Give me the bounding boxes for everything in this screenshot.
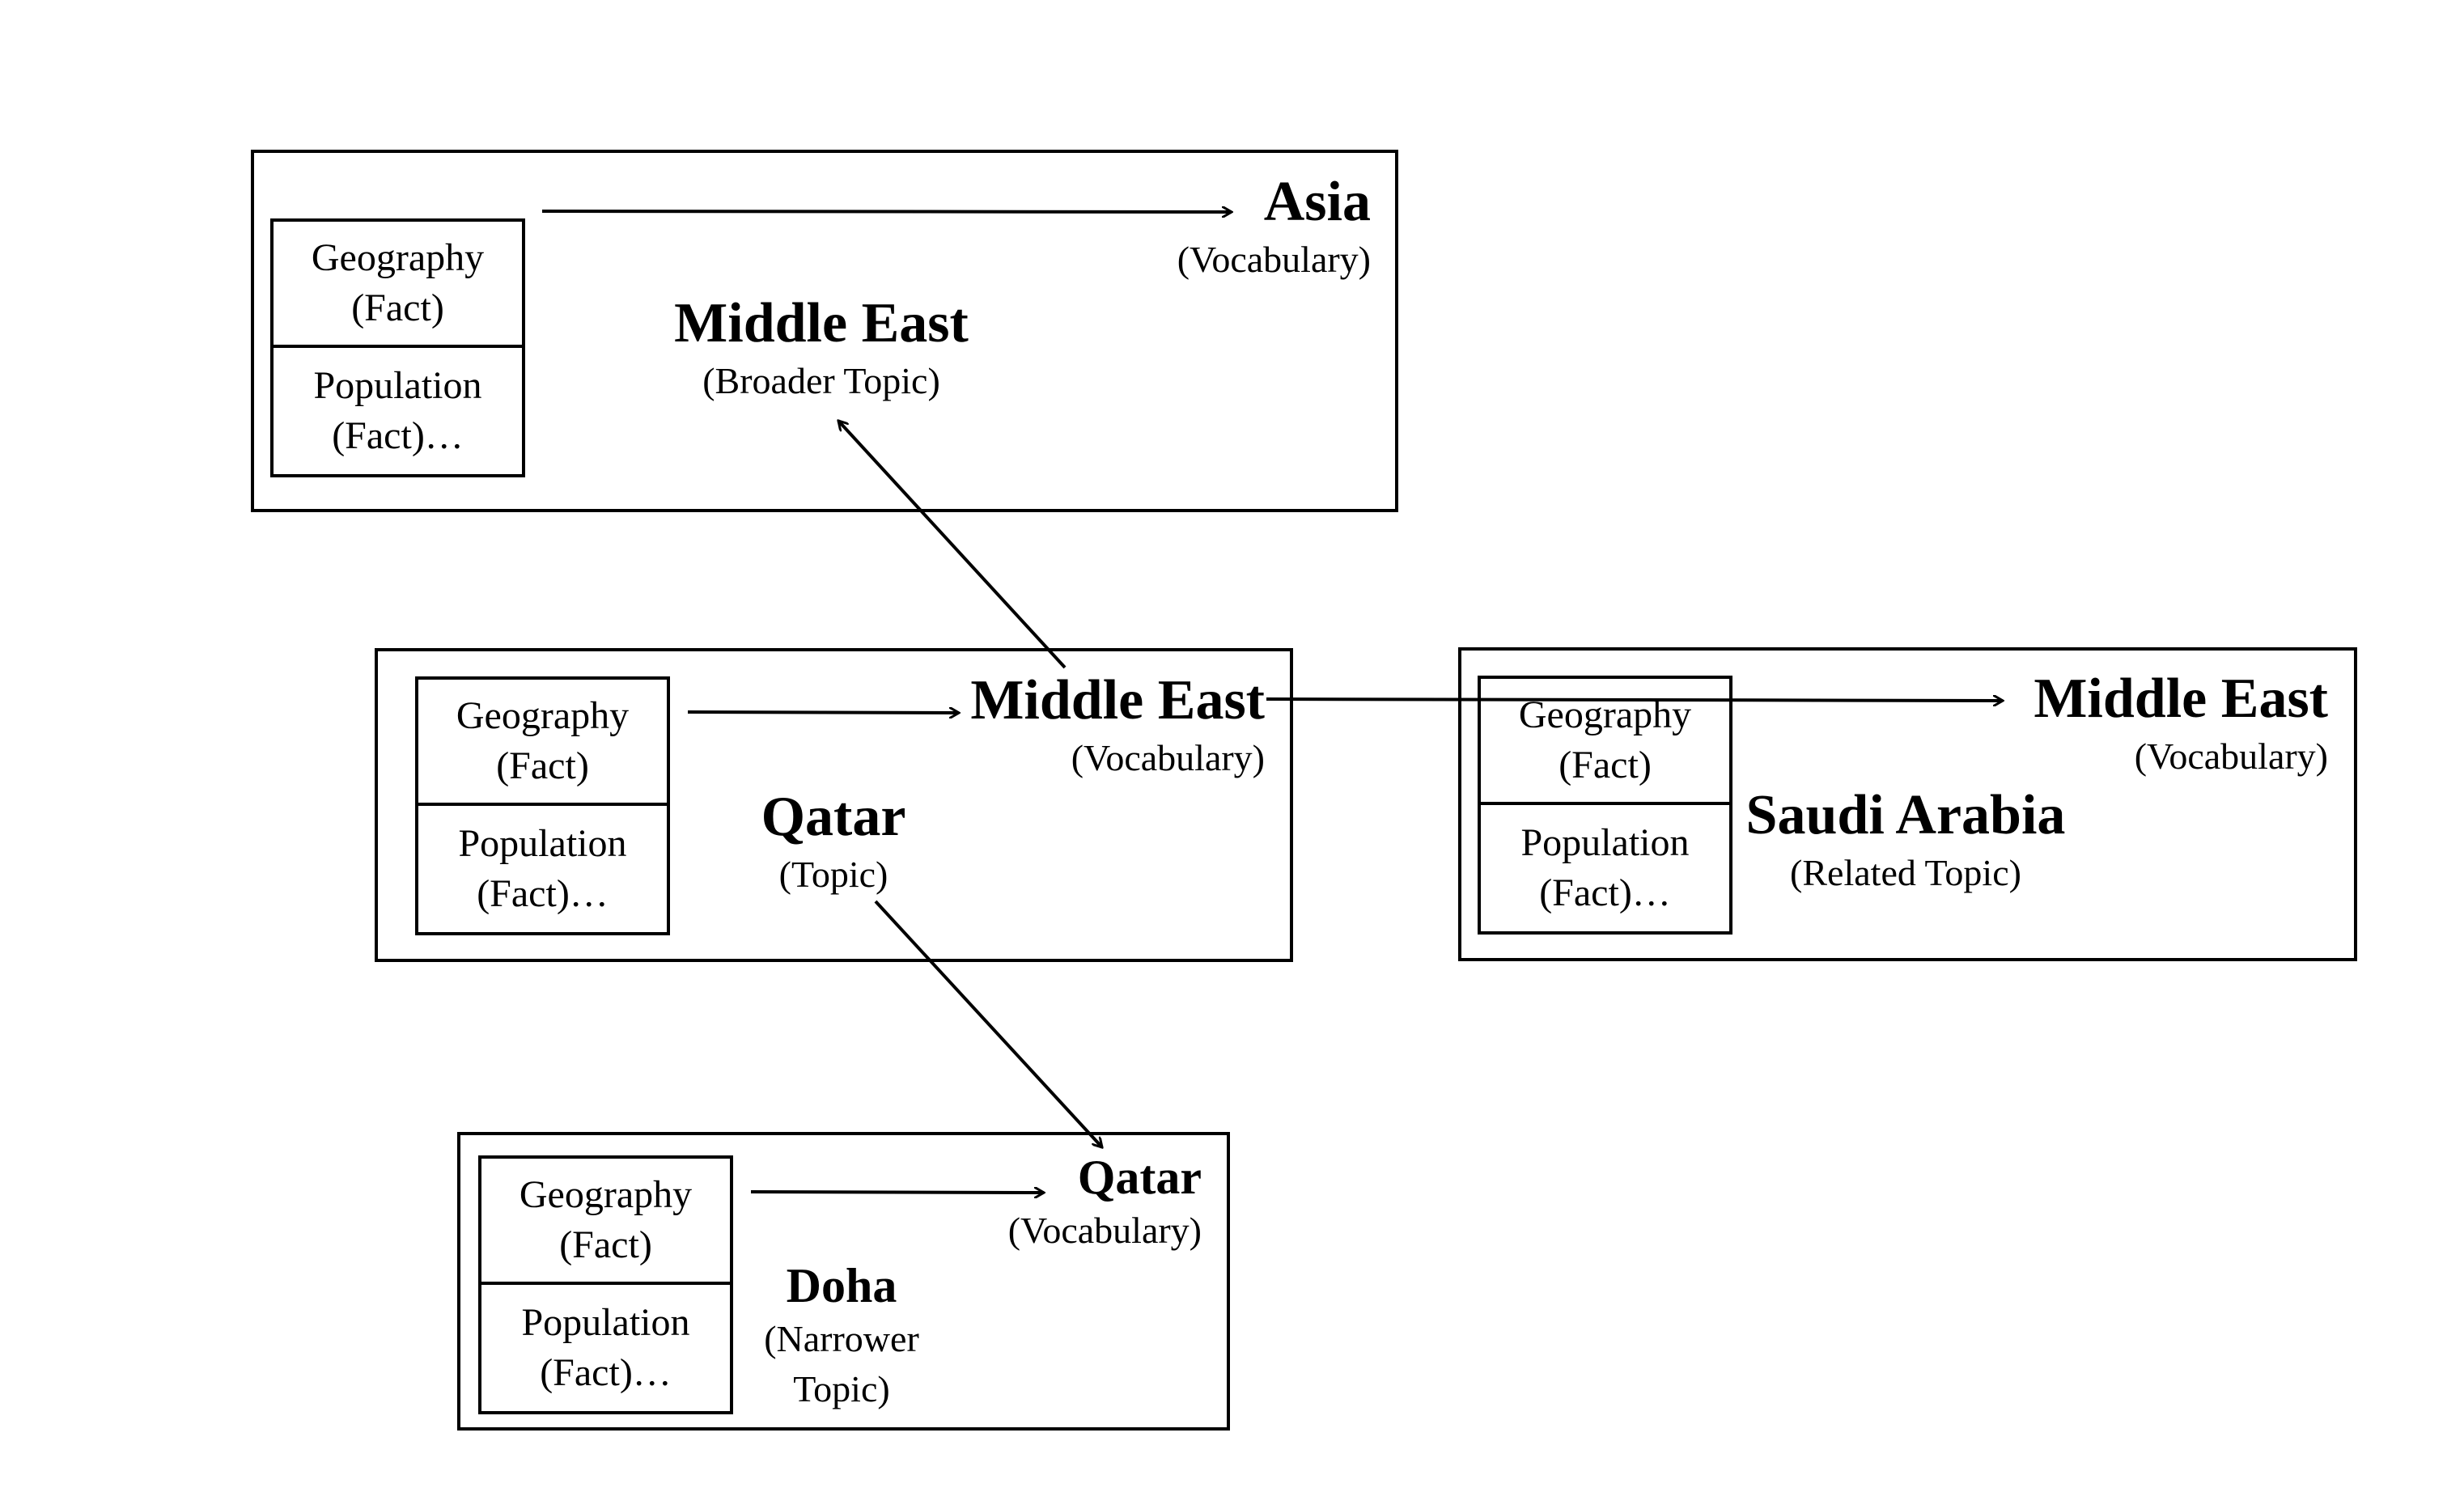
arrow-facts-to-asia xyxy=(541,211,1232,212)
narrower-vocab-label: Qatar (Vocabulary) xyxy=(1008,1149,1202,1256)
fact-tag: (Fact) xyxy=(1559,744,1652,786)
vocab-tag: (Vocabulary) xyxy=(1071,737,1265,778)
topic-name: Qatar xyxy=(761,786,906,848)
broader-topic-box xyxy=(251,150,1398,512)
population-fact-cell: Population (Fact)… xyxy=(1481,805,1729,931)
population-label: Population xyxy=(521,1301,690,1344)
vocab-tag: (Vocabulary) xyxy=(2134,735,2328,777)
topic-box xyxy=(375,648,1293,962)
population-fact-cell: Population (Fact)… xyxy=(418,806,667,932)
broader-vocab-label: Asia (Vocabulary) xyxy=(1177,170,1371,285)
topic-facts-card: Geography (Fact) Population (Fact)… xyxy=(415,676,670,935)
geography-fact-cell: Geography (Fact) xyxy=(481,1159,730,1285)
broader-facts-card: Geography (Fact) Population (Fact)… xyxy=(270,218,525,477)
arrow-facts-to-middle-east-vocab xyxy=(687,712,959,713)
related-topic-box xyxy=(1458,647,2357,961)
fact-tag: (Fact)… xyxy=(540,1351,672,1394)
fact-tag: (Fact)… xyxy=(477,872,609,915)
fact-tag: (Fact) xyxy=(351,286,444,329)
geography-label: Geography xyxy=(456,694,630,737)
vocab-name: Middle East xyxy=(2034,668,2328,730)
topic-name: Doha xyxy=(786,1259,897,1312)
geography-label: Geography xyxy=(311,236,485,279)
topic-label: Qatar (Topic) xyxy=(712,785,955,900)
topic-name: Middle East xyxy=(674,292,969,354)
geography-fact-cell: Geography (Fact) xyxy=(274,222,522,348)
arrow-qatar-to-doha-narrower xyxy=(874,900,1102,1147)
topic-tag: (Related Topic) xyxy=(1790,852,2021,893)
population-label: Population xyxy=(1520,821,1690,864)
geography-label: Geography xyxy=(519,1173,693,1216)
population-label: Population xyxy=(458,822,627,865)
broader-topic-label: Middle East (Broader Topic) xyxy=(639,291,1003,406)
vocab-name: Middle East xyxy=(970,669,1265,731)
population-label: Population xyxy=(313,364,482,407)
topic-tag-line1: (Narrower xyxy=(764,1318,919,1359)
population-fact-cell: Population (Fact)… xyxy=(481,1285,730,1411)
fact-tag: (Fact)… xyxy=(332,414,464,457)
topic-tag-line2: Topic) xyxy=(793,1368,890,1409)
narrower-facts-card: Geography (Fact) Population (Fact)… xyxy=(478,1155,733,1414)
arrow-facts-to-qatar-vocab xyxy=(750,1192,1044,1193)
topic-name: Saudi Arabia xyxy=(1745,784,2066,846)
fact-tag: (Fact) xyxy=(496,744,589,787)
topic-tag: (Broader Topic) xyxy=(702,360,940,401)
fact-tag: (Fact)… xyxy=(1539,871,1671,914)
vocab-name: Asia xyxy=(1263,171,1371,233)
topic-vocab-label: Middle East (Vocabulary) xyxy=(970,668,1265,783)
vocab-tag: (Vocabulary) xyxy=(1177,239,1371,280)
narrower-topic-box xyxy=(457,1132,1230,1431)
geography-fact-cell: Geography (Fact) xyxy=(418,680,667,806)
population-fact-cell: Population (Fact)… xyxy=(274,348,522,474)
vocab-tag: (Vocabulary) xyxy=(1007,1210,1202,1251)
topic-tag: (Topic) xyxy=(778,854,888,895)
vocab-name: Qatar xyxy=(1077,1151,1202,1204)
narrower-topic-label: Doha (Narrower Topic) xyxy=(720,1257,963,1414)
fact-tag: (Fact) xyxy=(559,1223,652,1266)
arrow-to-related-middle-east xyxy=(1266,699,2003,701)
related-vocab-label: Middle East (Vocabulary) xyxy=(2034,667,2328,782)
related-topic-label: Saudi Arabia (Related Topic) xyxy=(1724,783,2088,898)
arrow-qatar-to-middle-east-broader xyxy=(838,421,1067,669)
